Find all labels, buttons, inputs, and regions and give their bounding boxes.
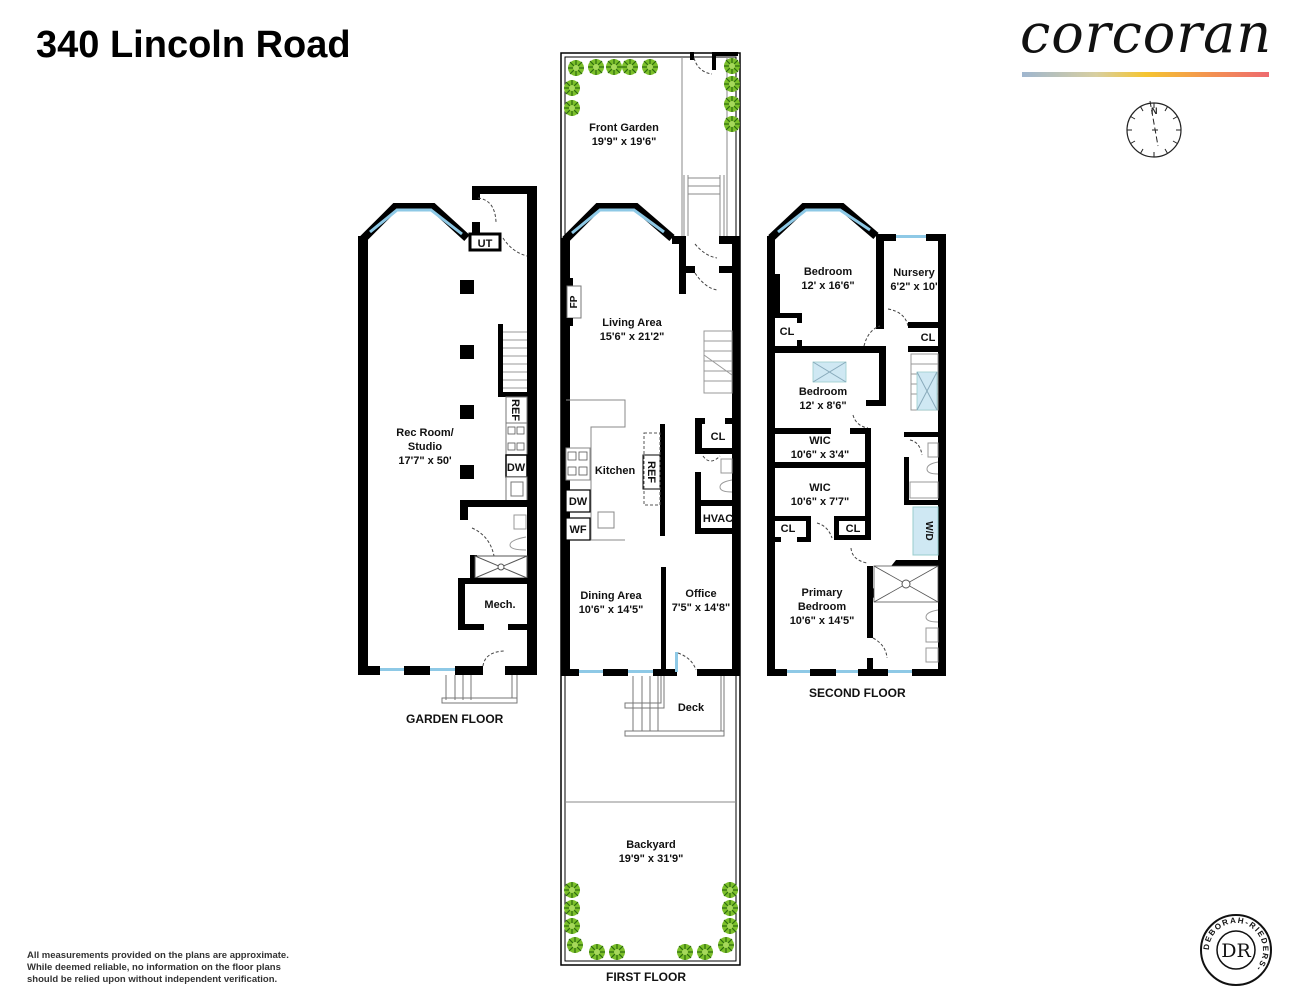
- disclaimer: All measurements provided on the plans a…: [27, 950, 327, 986]
- svg-text:Bedroom: Bedroom: [799, 386, 848, 398]
- svg-text:W/D: W/D: [923, 521, 934, 540]
- compass-icon: N: [1126, 100, 1182, 158]
- svg-text:15'6" x 21'2": 15'6" x 21'2": [600, 331, 665, 343]
- svg-text:N: N: [1151, 106, 1158, 116]
- garden-floor-plan: UT REF DW: [358, 186, 537, 704]
- page-title: 340 Lincoln Road: [36, 24, 351, 66]
- svg-text:HVAC: HVAC: [703, 513, 733, 525]
- brand-logo: corcoran: [1020, 2, 1273, 65]
- svg-text:10'6" x 7'7": 10'6" x 7'7": [791, 496, 849, 508]
- svg-text:REF: REF: [509, 399, 521, 421]
- second-floor-plan: Bedroom 12' x 16'6" Nursery 6'2" x 10' C…: [767, 203, 946, 676]
- svg-text:CL: CL: [780, 326, 795, 338]
- svg-text:10'6" x 14'5": 10'6" x 14'5": [790, 615, 855, 627]
- svg-text:CL: CL: [846, 523, 861, 535]
- svg-text:10'6" x 14'5": 10'6" x 14'5": [579, 604, 644, 616]
- svg-text:CL: CL: [921, 332, 936, 344]
- svg-text:UT: UT: [478, 238, 493, 250]
- svg-text:FP: FP: [569, 295, 580, 308]
- svg-text:Bedroom: Bedroom: [798, 601, 847, 613]
- svg-text:CL: CL: [781, 523, 796, 535]
- brand-gradient-bar: [1022, 72, 1269, 77]
- svg-text:DR: DR: [1221, 940, 1251, 962]
- svg-text:DW: DW: [569, 496, 588, 508]
- svg-text:WIC: WIC: [809, 435, 830, 447]
- first-floor-label: FIRST FLOOR: [606, 970, 686, 984]
- disclaimer-line-2: While deemed reliable, no information on…: [27, 962, 281, 973]
- svg-text:WIC: WIC: [809, 482, 830, 494]
- svg-text:Front Garden: Front Garden: [589, 122, 659, 134]
- disclaimer-line-3: should be relied upon without independen…: [27, 974, 278, 985]
- svg-text:REF: REF: [645, 461, 657, 483]
- svg-text:Kitchen: Kitchen: [595, 465, 636, 477]
- svg-text:Primary: Primary: [802, 587, 844, 599]
- svg-text:Bedroom: Bedroom: [804, 266, 853, 278]
- svg-text:Deck: Deck: [678, 702, 705, 714]
- disclaimer-line-1: All measurements provided on the plans a…: [27, 950, 289, 961]
- first-floor-plan: Front Garden 19'9" x 19'6" FP Living Are…: [560, 52, 741, 966]
- svg-text:6'2" x 10': 6'2" x 10': [890, 281, 938, 293]
- agent-stamp-logo: DEBORAH-RIEDERS- DR: [1200, 914, 1272, 986]
- svg-text:Studio: Studio: [408, 441, 442, 453]
- second-floor-label: SECOND FLOOR: [809, 686, 906, 700]
- svg-text:Dining Area: Dining Area: [580, 590, 642, 602]
- svg-text:12' x 16'6": 12' x 16'6": [801, 280, 854, 292]
- svg-text:Office: Office: [685, 588, 716, 600]
- svg-text:CL: CL: [711, 431, 726, 443]
- svg-text:Living Area: Living Area: [602, 317, 662, 329]
- svg-text:10'6" x 3'4": 10'6" x 3'4": [791, 449, 849, 461]
- svg-text:DW: DW: [507, 462, 526, 474]
- svg-text:Mech.: Mech.: [484, 599, 515, 611]
- svg-text:Nursery: Nursery: [893, 267, 935, 279]
- svg-text:Rec Room/: Rec Room/: [396, 427, 453, 439]
- svg-text:WF: WF: [569, 524, 586, 536]
- garden-floor-label: GARDEN FLOOR: [406, 712, 504, 726]
- svg-text:Backyard: Backyard: [626, 839, 676, 851]
- svg-text:19'9" x 19'6": 19'9" x 19'6": [592, 136, 657, 148]
- svg-text:7'5" x 14'8": 7'5" x 14'8": [672, 602, 730, 614]
- svg-text:17'7" x 50': 17'7" x 50': [398, 455, 452, 467]
- svg-text:12' x 8'6": 12' x 8'6": [799, 400, 846, 412]
- svg-text:19'9" x 31'9": 19'9" x 31'9": [619, 853, 684, 865]
